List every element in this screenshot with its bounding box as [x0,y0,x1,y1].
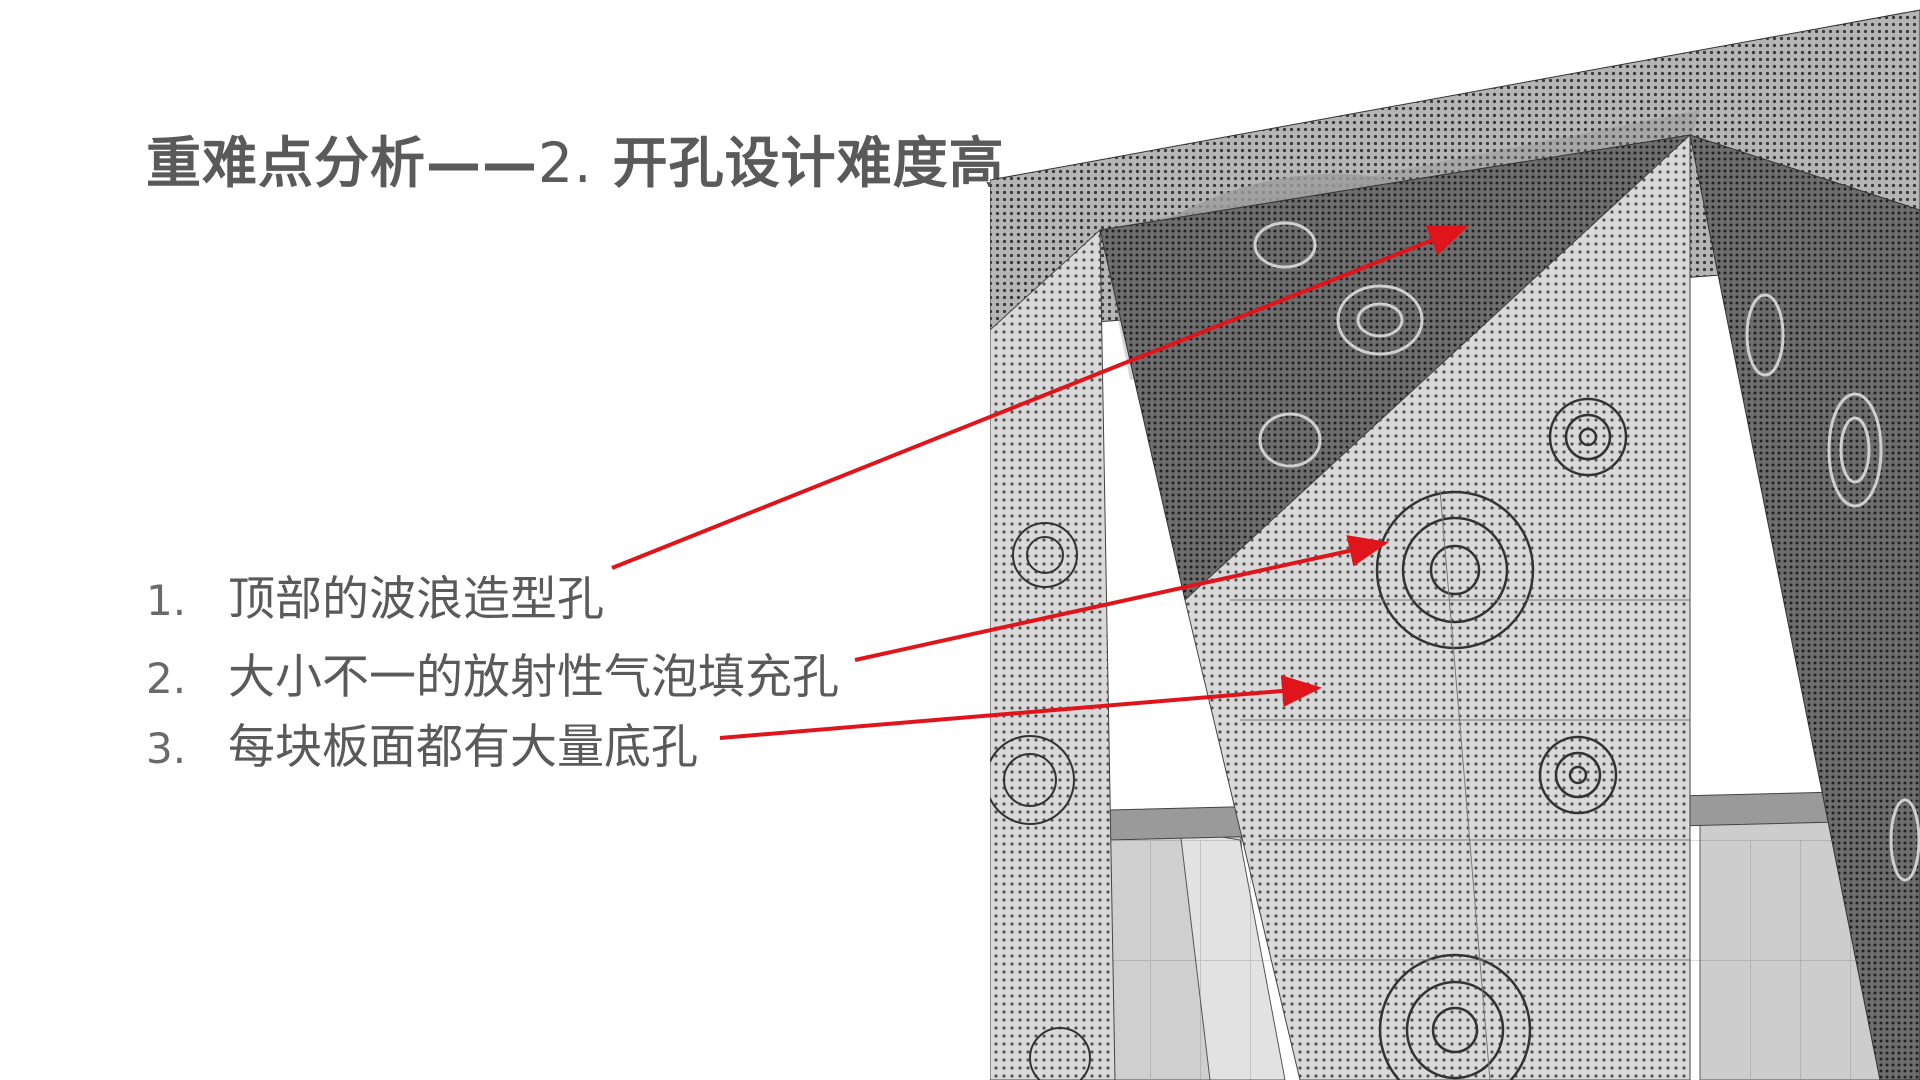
list-item: 2. 大小不一的放射性气泡填充孔 [146,638,839,707]
right-dark-panel [1689,134,1920,1080]
list-item: 1. 顶部的波浪造型孔 [146,560,604,629]
list-item: 3. 每块板面都有大量底孔 [146,708,698,777]
list-item-text: 大小不一的放射性气泡填充孔 [228,650,839,705]
slide-title: 重难点分析——2. 开孔设计难度高 [146,118,1005,198]
title-main: 重难点分析—— [146,131,539,195]
list-item-text: 每块板面都有大量底孔 [228,720,698,775]
facade-rendering [990,0,1920,1080]
list-item-text: 顶部的波浪造型孔 [228,572,604,627]
title-topic: 开孔设计难度高 [592,131,1005,195]
list-item-index: 1. [146,576,187,625]
list-item-index: 2. [146,654,187,703]
list-item-index: 3. [146,724,187,773]
title-number: 2. [538,131,593,195]
left-panel [990,228,1116,1080]
